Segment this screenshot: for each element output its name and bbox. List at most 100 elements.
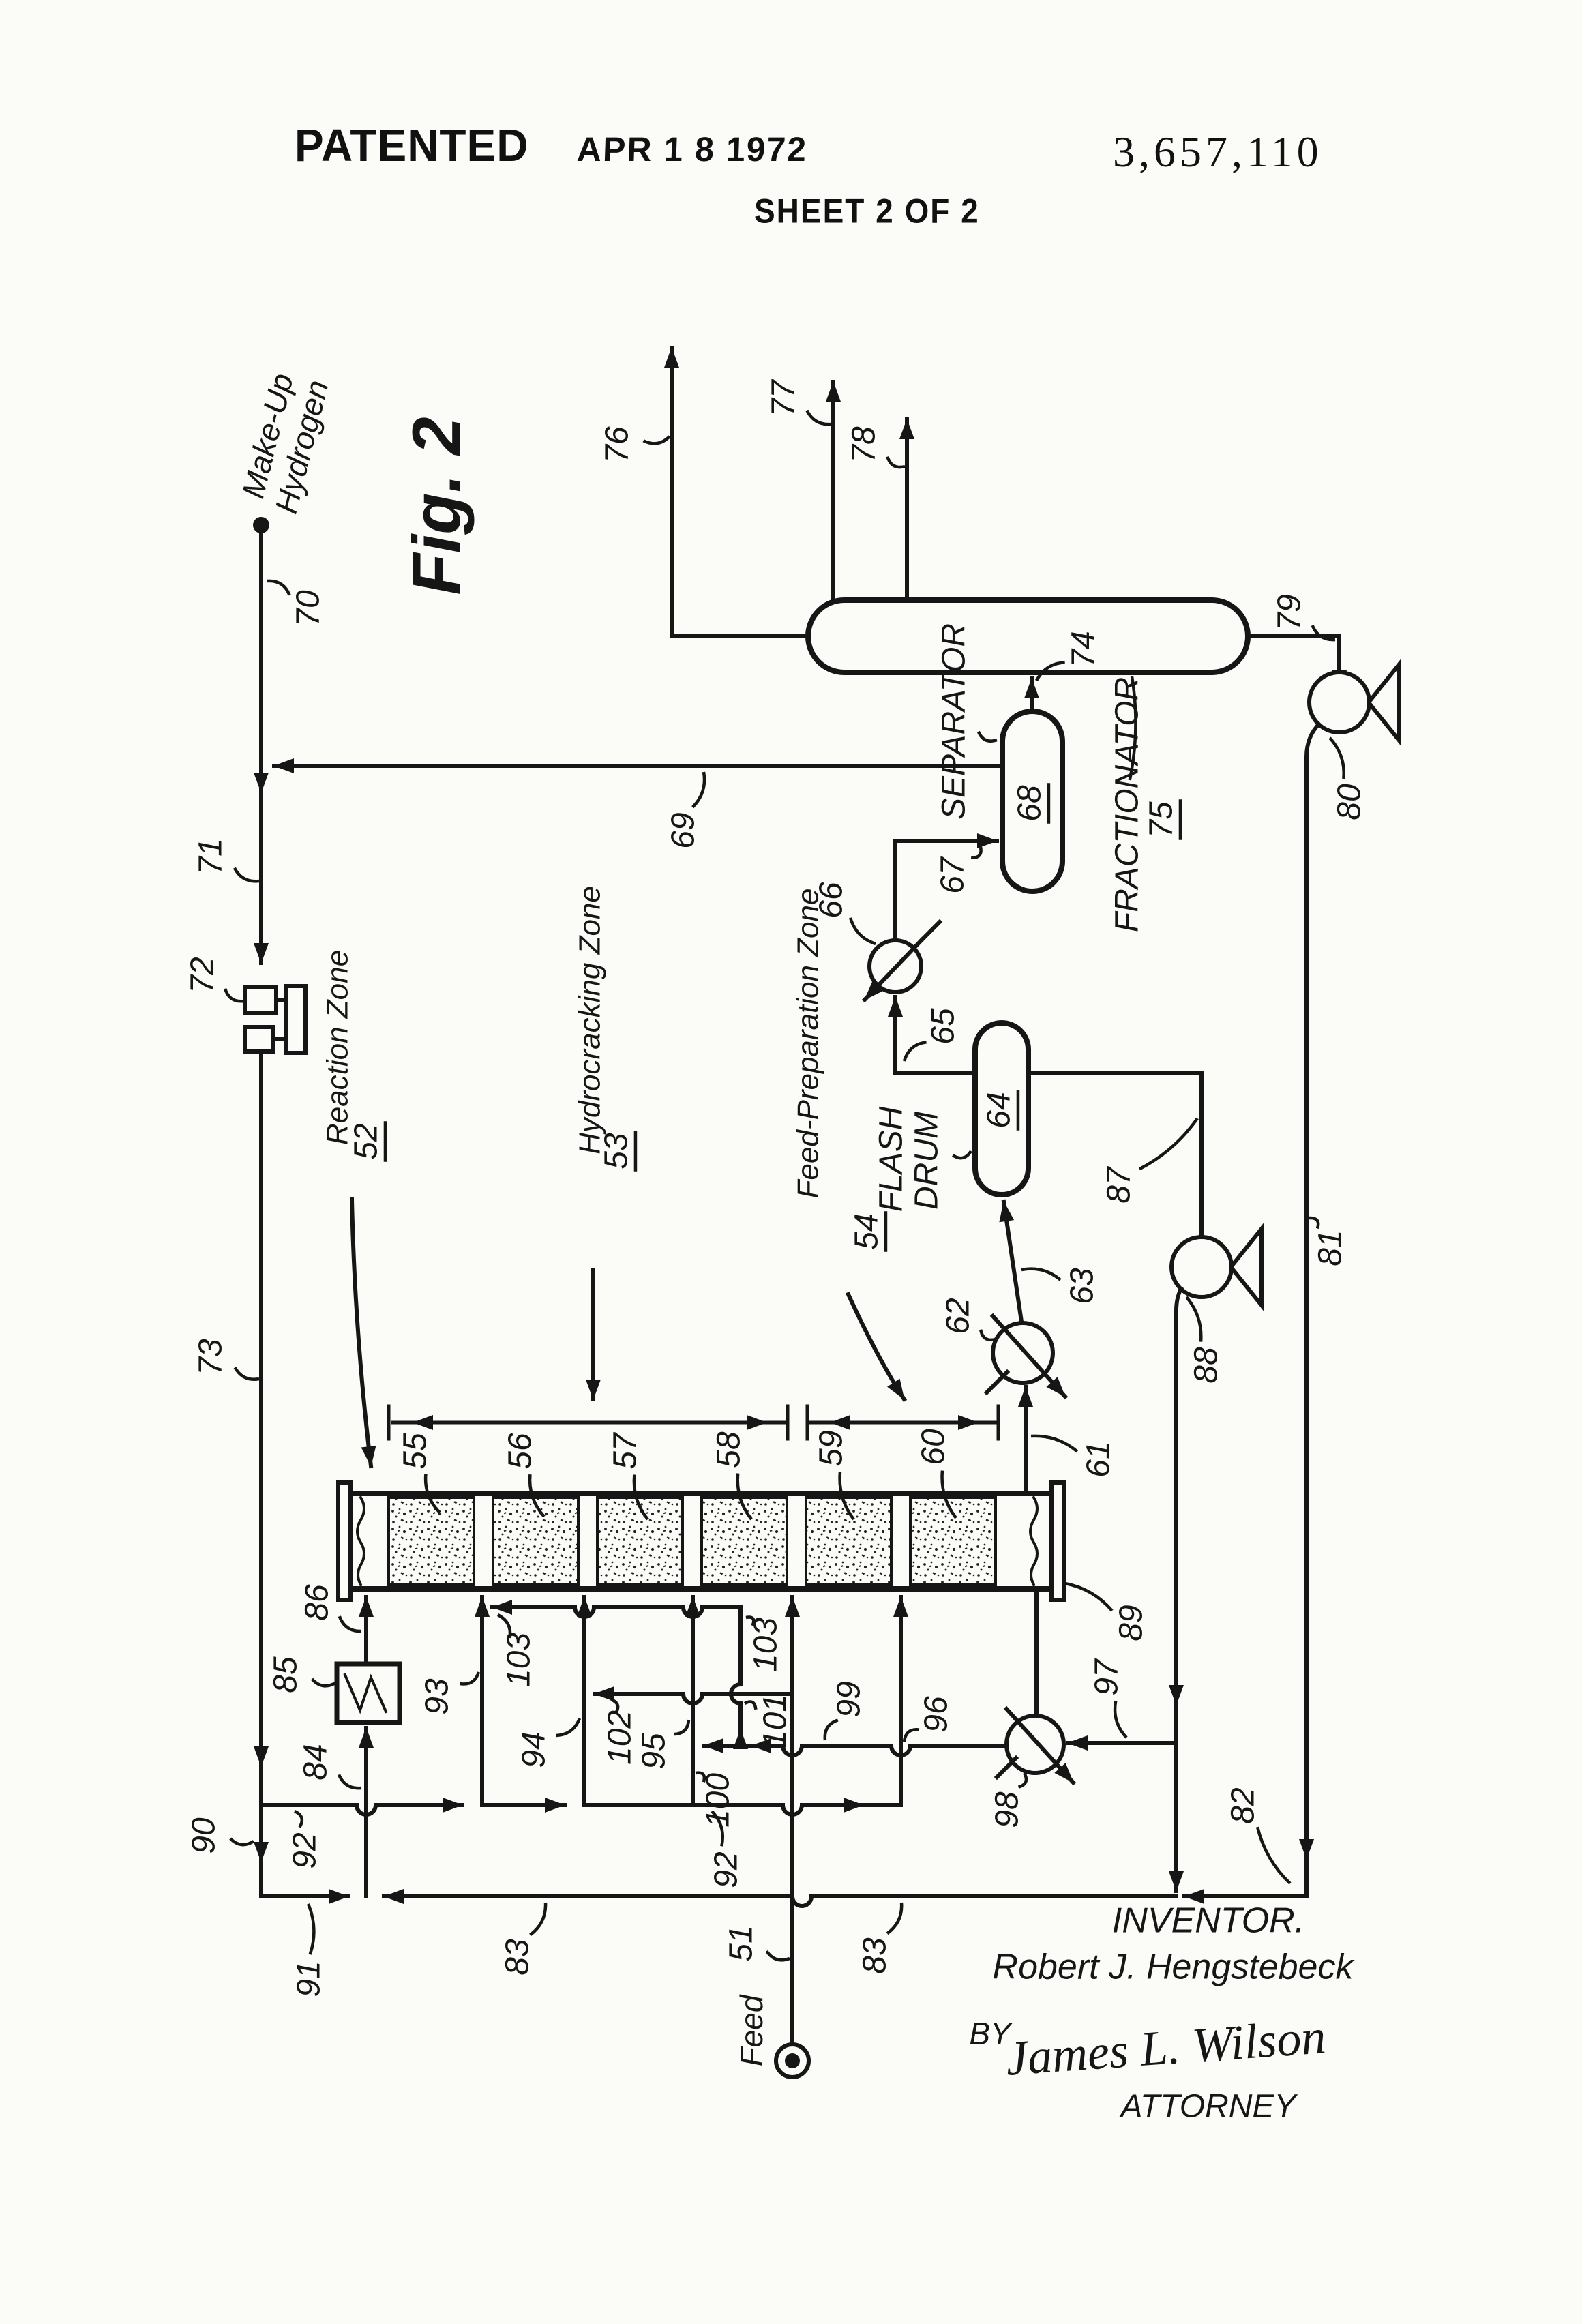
- label-fig2: Fig. 2: [398, 417, 475, 595]
- svg-text:66: 66: [814, 882, 850, 919]
- svg-text:SEPARATOR: SEPARATOR: [936, 623, 972, 820]
- label-n84: 84: [298, 1744, 362, 1790]
- label-n60: 60: [916, 1429, 957, 1519]
- label-n89: 89: [1064, 1581, 1150, 1641]
- label-n69: 69: [666, 771, 706, 849]
- pump-80: [1307, 658, 1401, 747]
- svg-text:DRUM: DRUM: [909, 1112, 945, 1210]
- label-signature: James L. Wilson: [1004, 2009, 1327, 2086]
- svg-text:64: 64: [981, 1092, 1017, 1128]
- svg-text:72: 72: [185, 957, 221, 993]
- label-reaction-zone-label: Reaction Zone: [321, 950, 355, 1145]
- svg-text:59: 59: [814, 1430, 850, 1466]
- svg-text:74: 74: [1066, 631, 1102, 667]
- label-n98: 98: [989, 1772, 1028, 1828]
- label-n87: 87: [1101, 1117, 1199, 1204]
- label-n65: 65: [902, 1008, 961, 1062]
- label-flash-label: FLASH: [874, 1106, 910, 1212]
- svg-text:52: 52: [348, 1123, 385, 1159]
- sheet-label: SHEET 2 OF 2: [754, 191, 980, 230]
- svg-text:62: 62: [940, 1298, 976, 1334]
- label-n78: 78: [846, 426, 906, 469]
- patented-stamp: PATENTED: [295, 119, 529, 171]
- line-76: [664, 346, 810, 638]
- svg-text:96: 96: [919, 1696, 955, 1733]
- svg-text:56: 56: [503, 1433, 539, 1470]
- line-67: [893, 833, 999, 942]
- label-n83a: 83: [500, 1902, 548, 1976]
- label-by-label: BY: [969, 2016, 1013, 2051]
- label-n73: 73: [193, 1339, 260, 1381]
- label-n95: 95: [636, 1719, 691, 1770]
- label-feed-label: Feed: [734, 1994, 769, 2066]
- make-up-hydrogen-line: [253, 517, 269, 1898]
- svg-text:53: 53: [599, 1133, 635, 1170]
- label-n82: 82: [1225, 1787, 1292, 1885]
- label-n61: 61: [1030, 1434, 1117, 1478]
- zone-dimension-lines: [387, 1404, 1000, 1441]
- label-n83b: 83: [857, 1902, 904, 1974]
- label-n88: 88: [1185, 1296, 1225, 1384]
- fractionator-vessel: [805, 597, 1251, 675]
- svg-text:67: 67: [935, 856, 971, 894]
- label-n52: 52: [348, 1121, 387, 1162]
- label-inventor-heading: INVENTOR.: [1112, 1901, 1304, 1941]
- label-n90: 90: [186, 1817, 255, 1854]
- feed-prep-zone-leader: [846, 1292, 908, 1403]
- svg-text:70: 70: [290, 590, 327, 627]
- label-n72: 72: [185, 957, 245, 1003]
- svg-text:77: 77: [766, 378, 802, 417]
- svg-text:93: 93: [419, 1678, 456, 1715]
- bottom-line-83-91: [259, 1889, 1178, 1908]
- label-n51: 51: [723, 1925, 790, 1962]
- line-87: [1026, 1071, 1209, 1258]
- label-n55: 55: [398, 1433, 441, 1514]
- svg-text:75: 75: [1144, 801, 1180, 838]
- label-n68: 68: [1012, 783, 1051, 824]
- svg-text:71: 71: [193, 838, 229, 874]
- catalyst-bed-56: [492, 1496, 580, 1586]
- patent-number: 3,657,110: [1113, 128, 1323, 176]
- label-n59: 59: [814, 1430, 855, 1521]
- svg-text:86: 86: [299, 1584, 335, 1621]
- heat-exchanger-85: [334, 1661, 402, 1725]
- svg-text:BY: BY: [969, 2016, 1013, 2051]
- svg-text:87: 87: [1101, 1165, 1137, 1204]
- svg-text:82: 82: [1225, 1787, 1262, 1823]
- svg-text:INVENTOR.: INVENTOR.: [1112, 1901, 1304, 1941]
- svg-text:85: 85: [268, 1656, 304, 1693]
- svg-text:FRACTIONATOR: FRACTIONATOR: [1109, 677, 1146, 932]
- svg-text:95: 95: [636, 1733, 672, 1770]
- svg-text:ATTORNEY: ATTORNEY: [1119, 2089, 1298, 2125]
- line-81-82: [1182, 721, 1322, 1904]
- furnace-62: [983, 1313, 1069, 1400]
- furnace-98: [994, 1705, 1077, 1786]
- svg-text:83: 83: [500, 1939, 536, 1976]
- label-n66: 66: [814, 882, 876, 946]
- label-n86: 86: [299, 1584, 362, 1633]
- svg-text:102: 102: [602, 1710, 638, 1765]
- pump-88: [1169, 1223, 1264, 1311]
- label-n62: 62: [940, 1298, 996, 1342]
- svg-text:91: 91: [291, 1961, 327, 1997]
- label-n94: 94: [516, 1718, 582, 1768]
- label-n79: 79: [1272, 594, 1336, 642]
- svg-text:83: 83: [857, 1937, 893, 1974]
- label-n77: 77: [766, 378, 832, 426]
- svg-text:60: 60: [916, 1429, 952, 1465]
- pump-88-discharge: [1169, 1285, 1184, 1893]
- label-n92b: 92: [708, 1810, 745, 1888]
- reaction-zone-leader: [349, 1196, 376, 1469]
- label-n80: 80: [1328, 736, 1368, 820]
- svg-text:51: 51: [723, 1925, 760, 1961]
- catalyst-bed-58: [700, 1496, 788, 1586]
- svg-text:Reaction Zone: Reaction Zone: [321, 950, 355, 1145]
- svg-text:80: 80: [1332, 784, 1368, 820]
- label-n64: 64: [981, 1090, 1020, 1131]
- label-n57: 57: [608, 1431, 649, 1521]
- label-n56: 56: [503, 1433, 546, 1518]
- svg-text:101: 101: [758, 1694, 794, 1748]
- header-99: [702, 1738, 1009, 1757]
